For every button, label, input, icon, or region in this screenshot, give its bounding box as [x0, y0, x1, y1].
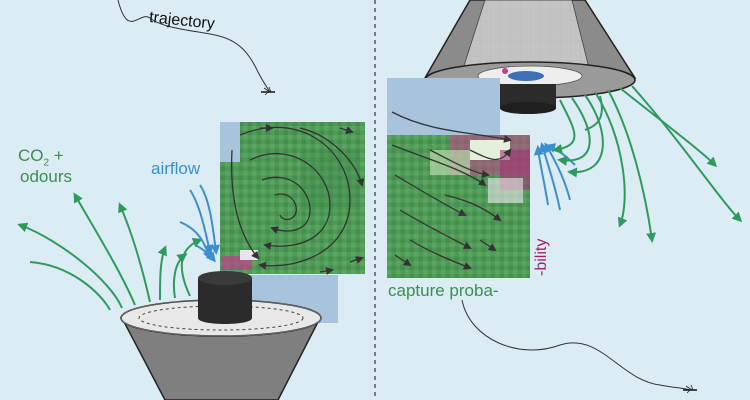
funnel-trap-icon — [423, 0, 637, 114]
left-heatmap — [220, 122, 365, 274]
mosquito-icon — [683, 384, 697, 394]
left-co2-arrows — [17, 192, 203, 311]
right-co2-arrows — [552, 85, 743, 243]
co2-subscript: 2 — [43, 157, 50, 169]
co2-label: CO2 + — [18, 147, 64, 168]
funnel-trap-icon — [120, 271, 322, 400]
right-airflow-arrows — [533, 142, 576, 211]
capture-probability-label: capture proba- — [388, 281, 499, 300]
odours-label: odours — [20, 167, 72, 186]
mosquito-icon — [261, 86, 275, 96]
heatmap-upper-panel — [387, 78, 500, 138]
right-streamlines — [391, 111, 512, 270]
co2-text: CO — [18, 146, 44, 165]
left-airflow-arrows — [179, 184, 221, 263]
bility-label: -bility — [533, 238, 550, 276]
co2-plus: + — [49, 146, 64, 165]
trajectory-path-right — [461, 299, 691, 391]
trajectory-path — [117, 0, 271, 93]
left-streamlines — [230, 124, 365, 275]
left-panel — [17, 0, 365, 400]
right-panel — [387, 0, 743, 394]
airflow-label: airflow — [151, 159, 201, 178]
